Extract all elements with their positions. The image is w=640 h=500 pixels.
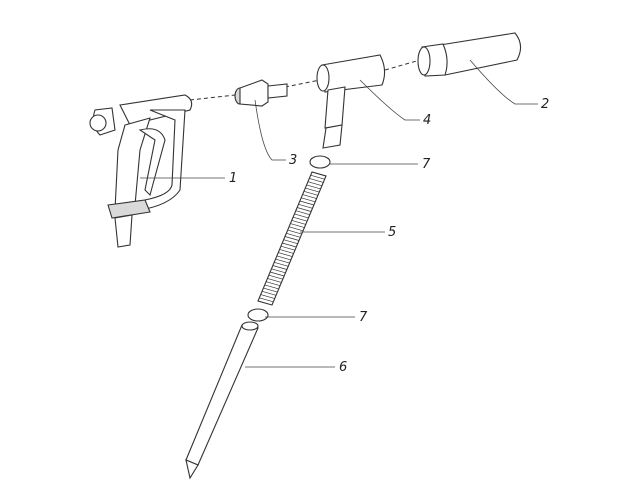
leader-line-3 [254, 99, 286, 161]
nozzle-cone [417, 32, 522, 77]
callout-7-top: 7 [422, 157, 431, 172]
callout-7-bottom: 7 [359, 310, 368, 325]
callout-3: 3 [289, 153, 298, 168]
assembly-axis-line [189, 59, 421, 101]
t-fitting [316, 54, 386, 149]
callout-2: 2 [541, 97, 550, 112]
callout-1: 1 [229, 171, 238, 186]
probe-lance [185, 321, 259, 480]
leader-line-2 [469, 59, 538, 105]
flexible-hose [257, 171, 327, 306]
ring-bottom [247, 308, 269, 322]
callout-5: 5 [388, 225, 397, 240]
callout-6: 6 [339, 360, 348, 375]
adapter [234, 79, 288, 107]
spray-gun [89, 94, 193, 248]
ring-top [309, 155, 331, 169]
leader-line-4 [359, 79, 420, 121]
callout-4: 4 [423, 113, 432, 128]
